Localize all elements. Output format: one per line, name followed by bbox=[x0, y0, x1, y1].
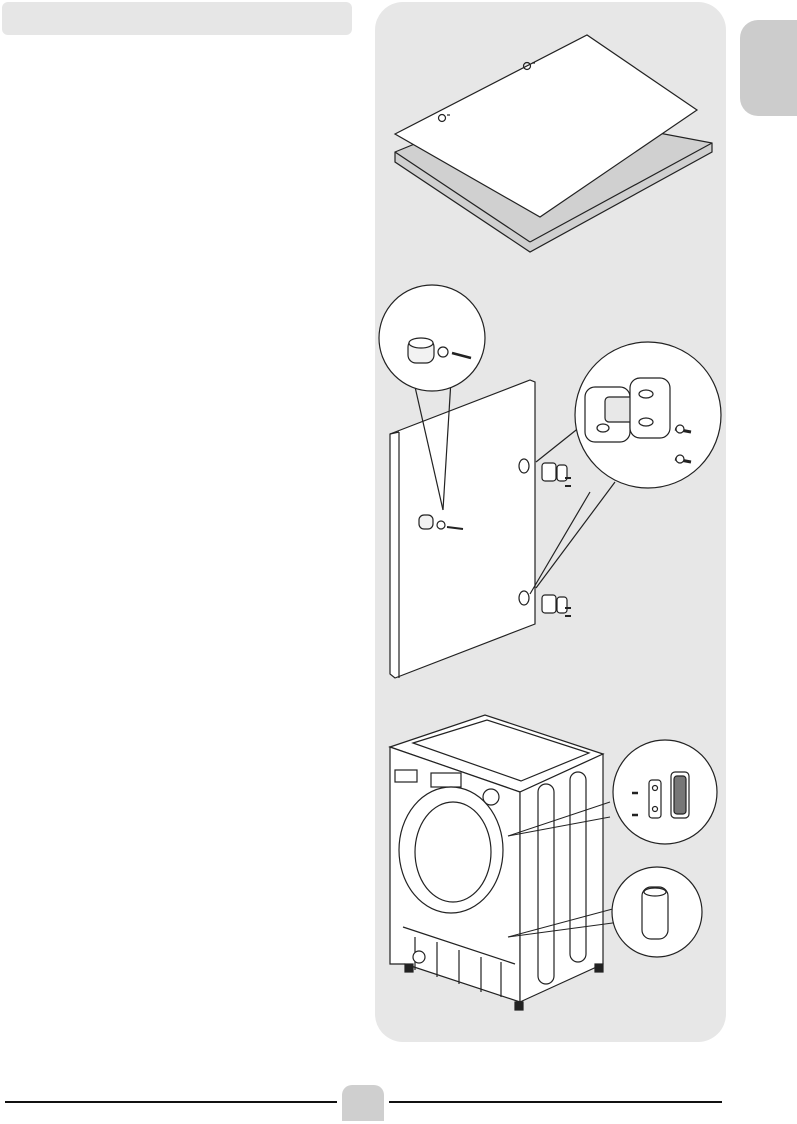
knob-detail-callout bbox=[378, 284, 486, 511]
magnet-detail-callout bbox=[612, 739, 718, 845]
section-header-bar bbox=[2, 2, 352, 35]
cap-detail-callout bbox=[611, 866, 703, 958]
footer-rule-left bbox=[5, 1101, 337, 1103]
installation-illustrations bbox=[378, 34, 722, 1011]
language-tab[interactable] bbox=[740, 20, 797, 116]
door-panel-illustration bbox=[389, 379, 571, 679]
page-number-badge bbox=[342, 1085, 384, 1121]
illustration-panel bbox=[375, 2, 726, 1042]
footer-rule-right bbox=[389, 1101, 722, 1103]
washing-machine-illustration bbox=[388, 714, 621, 1011]
hinge-detail-callout bbox=[529, 341, 722, 595]
top-panel-illustration bbox=[393, 34, 713, 253]
